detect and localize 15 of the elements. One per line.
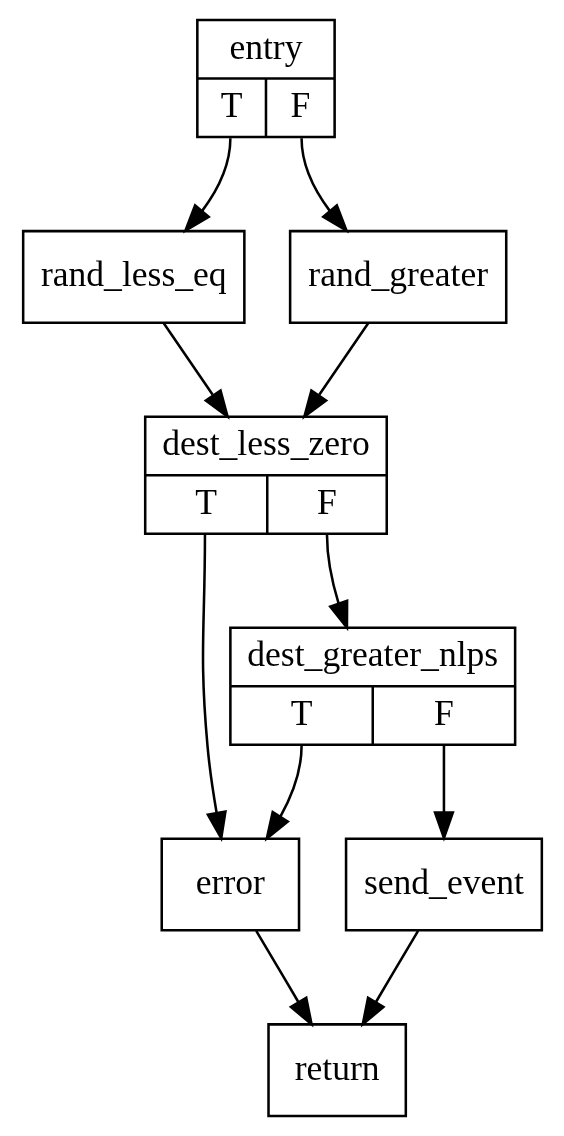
arrow <box>254 930 313 1028</box>
node-box: send_event <box>344 837 543 932</box>
arrow <box>162 322 230 420</box>
arrow <box>182 138 232 234</box>
arrow <box>299 138 349 234</box>
node-box: rand_less_eq <box>21 229 246 324</box>
node-box: error <box>159 837 300 932</box>
arrow <box>264 745 303 842</box>
arrow <box>360 930 419 1028</box>
arrow <box>301 322 369 420</box>
arrow <box>325 534 348 632</box>
arrow <box>201 534 227 842</box>
node-box: rand_greater <box>288 229 507 324</box>
node-box: return <box>266 1023 407 1118</box>
arrow <box>432 745 455 842</box>
